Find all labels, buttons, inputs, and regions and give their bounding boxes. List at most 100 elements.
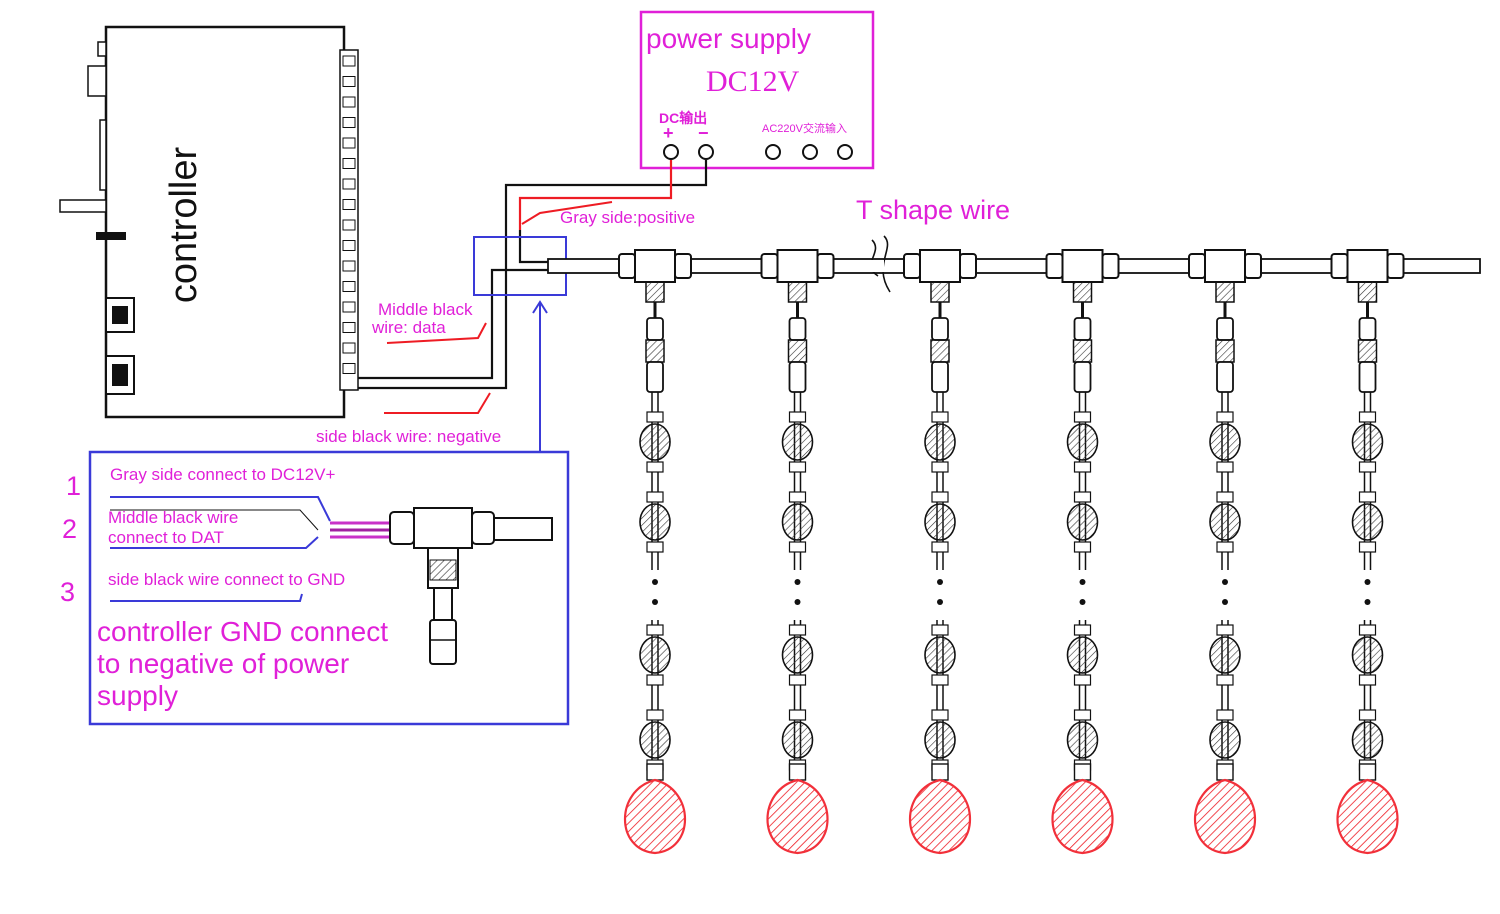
pixel-string <box>1330 249 1405 855</box>
step-3-text: side black wire connect to GND <box>108 570 346 589</box>
terminal-slot <box>342 96 356 108</box>
terminal-slot <box>342 301 356 313</box>
pixel-node <box>639 721 671 759</box>
t-connector <box>919 249 961 283</box>
terminal-slot <box>342 178 356 190</box>
terminal-slot <box>342 199 356 210</box>
step-2-number: 2 <box>62 514 78 544</box>
pixel-string <box>1045 249 1120 855</box>
terminal-slot <box>342 363 356 374</box>
node-cap <box>646 411 664 423</box>
power-supply-voltage: DC12V <box>706 65 800 98</box>
continuation-dot <box>652 599 658 605</box>
terminal-slot <box>342 55 356 67</box>
dc-minus-terminal <box>698 144 714 160</box>
gray-side-positive-label: Gray side:positive <box>560 208 696 227</box>
drop-connector <box>931 317 949 341</box>
continuation-dot <box>1364 599 1371 605</box>
terminal-slot <box>342 137 356 149</box>
bulb-base <box>788 763 807 781</box>
bulb-light <box>766 778 829 855</box>
node-cap <box>788 461 807 473</box>
node-cap <box>1358 541 1377 553</box>
step-3-number: 3 <box>60 577 76 607</box>
pixel-string <box>903 249 977 855</box>
terminal-slot <box>342 342 356 354</box>
power-supply-title: power supply <box>646 23 811 54</box>
drop-connector <box>1357 339 1378 363</box>
pixel-string <box>618 249 692 855</box>
t-connector-cap <box>1045 253 1064 279</box>
pixel-node <box>1351 636 1384 674</box>
node-cap <box>646 491 664 503</box>
t-connector <box>1204 249 1246 283</box>
pixel-node <box>1351 721 1384 759</box>
continuation-dot <box>1079 579 1086 585</box>
node-cap <box>1358 624 1377 636</box>
terminal-slot <box>342 76 356 87</box>
bulb-base <box>931 763 949 781</box>
bulb-light <box>908 778 972 855</box>
t-connector-cap <box>674 253 692 279</box>
drop-plug <box>1357 281 1378 303</box>
drop-connector <box>1216 361 1234 393</box>
node-cap <box>788 491 807 503</box>
main-wires <box>358 160 708 390</box>
node-cap <box>1216 461 1234 473</box>
drop-connector <box>1073 361 1092 393</box>
dc-minus-label: − <box>698 123 709 143</box>
pixel-string <box>1188 249 1262 855</box>
node-cap <box>1216 411 1234 423</box>
ac-terminal <box>765 144 781 160</box>
pixel-node <box>781 423 814 461</box>
t-connector-cap <box>1101 253 1120 279</box>
drop-connector <box>1358 317 1377 341</box>
pixel-node <box>1209 503 1241 541</box>
t-connector <box>634 249 676 283</box>
pixel-node <box>1351 423 1384 461</box>
pixel-strings <box>618 249 1405 855</box>
terminal-slot <box>342 260 356 272</box>
step-2-text: Middle black wire <box>108 508 239 527</box>
bulb-base <box>1358 763 1377 781</box>
node-cap <box>1073 491 1092 503</box>
node-cap <box>1358 491 1377 503</box>
drop-connector <box>931 361 949 393</box>
pixel-node <box>924 423 956 461</box>
step-2-text-2: connect to DAT <box>108 528 224 547</box>
drop-connector <box>1072 339 1093 363</box>
controller-box <box>59 25 359 419</box>
pixel-node <box>1066 636 1099 674</box>
node-cap <box>788 411 807 423</box>
t-connector-cap <box>1330 253 1349 279</box>
t-connector-cap <box>816 253 835 279</box>
note-line-3: supply <box>97 680 178 711</box>
step-1-text: Gray side connect to DC12V+ <box>110 465 336 484</box>
drop-plug <box>930 281 950 303</box>
terminal-slot <box>342 322 356 333</box>
middle-black-label-2: wire: data <box>372 318 446 337</box>
ac-terminal <box>837 144 853 160</box>
node-cap <box>788 674 807 686</box>
terminal-slot <box>342 240 356 251</box>
pixel-node <box>1351 503 1384 541</box>
t-connector <box>776 249 819 283</box>
drop-connector <box>1215 339 1235 363</box>
indicator-arrows <box>384 201 613 414</box>
node-cap <box>1073 624 1092 636</box>
drop-connector <box>787 339 808 363</box>
t-connector <box>1346 249 1389 283</box>
node-cap <box>931 541 949 553</box>
continuation-dot <box>1222 599 1228 605</box>
bulb-light <box>1193 778 1257 855</box>
bulb-base <box>1073 763 1092 781</box>
pixel-node <box>1209 423 1241 461</box>
bulb-light <box>1051 778 1114 855</box>
drop-connector <box>1358 361 1377 393</box>
node-cap <box>1216 674 1234 686</box>
pixel-node <box>924 721 956 759</box>
node-cap <box>931 674 949 686</box>
terminal-slot <box>342 219 356 231</box>
pixel-node <box>1209 636 1241 674</box>
continuation-dot <box>937 579 943 585</box>
